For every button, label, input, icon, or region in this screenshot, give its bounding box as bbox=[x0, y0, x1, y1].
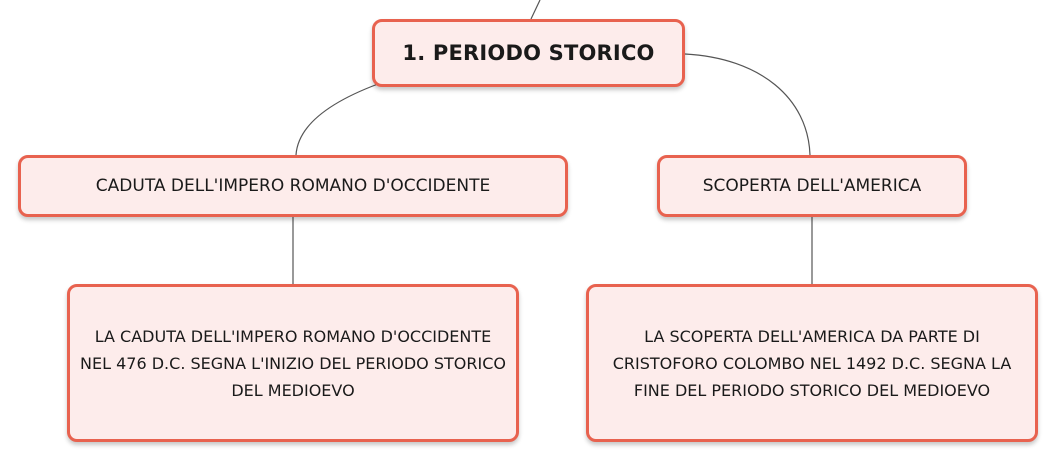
topic-node-label: SCOPERTA DELL'AMERICA bbox=[702, 176, 922, 196]
detail-node-text: LA CADUTA DELL'IMPERO ROMANO D'OCCIDENTE… bbox=[80, 323, 506, 404]
connector-root-to-right-topic bbox=[684, 53, 811, 156]
detail-line: FINE DEL PERIODO STORICO DEL MEDIOEVO bbox=[633, 380, 991, 400]
detail-node-text: LA SCOPERTA DELL'AMERICA DA PARTE DI CRI… bbox=[613, 323, 1012, 404]
detail-node-caduta-impero[interactable]: LA CADUTA DELL'IMPERO ROMANO D'OCCIDENTE… bbox=[67, 284, 519, 442]
detail-line: CRISTOFORO COLOMBO NEL 1492 D.C. SEGNA L… bbox=[612, 353, 1012, 373]
detail-line: LA CADUTA DELL'IMPERO ROMANO D'OCCIDENTE bbox=[94, 326, 492, 346]
detail-node-scoperta-america[interactable]: LA SCOPERTA DELL'AMERICA DA PARTE DI CRI… bbox=[586, 284, 1038, 442]
connector-root-to-left-topic bbox=[295, 83, 379, 156]
topic-node-caduta-impero[interactable]: CADUTA DELL'IMPERO ROMANO D'OCCIDENTE bbox=[18, 155, 568, 217]
topic-node-scoperta-america[interactable]: SCOPERTA DELL'AMERICA bbox=[657, 155, 967, 217]
detail-line: LA SCOPERTA DELL'AMERICA DA PARTE DI bbox=[644, 326, 980, 346]
root-node-label: 1. PERIODO STORICO bbox=[402, 41, 655, 65]
topic-node-label: CADUTA DELL'IMPERO ROMANO D'OCCIDENTE bbox=[95, 176, 491, 196]
detail-line: DEL MEDIOEVO bbox=[231, 380, 355, 400]
detail-line: NEL 476 D.C. SEGNA L'INIZIO DEL PERIODO … bbox=[80, 353, 506, 373]
connector-parent-to-root bbox=[530, 0, 541, 20]
root-node[interactable]: 1. PERIODO STORICO bbox=[372, 19, 685, 87]
